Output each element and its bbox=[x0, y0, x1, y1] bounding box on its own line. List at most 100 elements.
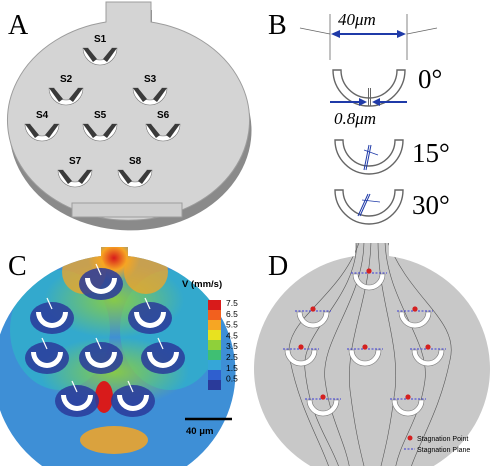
cup-s4-wall-left bbox=[25, 124, 39, 138]
angle-0: 0° bbox=[418, 64, 442, 94]
cup-c-shadow-5 bbox=[79, 342, 123, 374]
panel-d-letter: D bbox=[268, 251, 288, 282]
cup-c-shadow-6 bbox=[141, 342, 185, 374]
cup-s8-wall-right bbox=[138, 170, 152, 184]
colorbar-swatch-7 bbox=[208, 370, 221, 380]
gap-arrowhead-left bbox=[359, 98, 367, 106]
colorbar-tick-7: 0.5 bbox=[226, 374, 238, 384]
panel-d: D Stagnation Point Stagnation Plane bbox=[254, 243, 490, 466]
colorbar-swatch-2 bbox=[208, 320, 221, 330]
legend-stagnation-point: Stagnation Point bbox=[417, 436, 468, 443]
chip-outlet bbox=[71, 202, 183, 218]
stagnation-point-6 bbox=[425, 344, 431, 350]
cup-d-6 bbox=[411, 349, 445, 367]
stagnation-point-2 bbox=[310, 306, 316, 312]
angle-15: 15° bbox=[412, 138, 450, 168]
cup-s6-wall-right bbox=[166, 124, 180, 138]
colorbar-swatch-0 bbox=[208, 300, 221, 310]
cup-c-shadow-4 bbox=[25, 342, 69, 374]
cup-s1-wall-right bbox=[103, 48, 117, 62]
gap-arrowhead-right bbox=[372, 98, 380, 106]
colorbar-labels: 7.56.55.54.53.52.51.50.5 bbox=[226, 298, 238, 384]
structure-label-s7: S7 bbox=[69, 156, 82, 167]
flow-arrow-3 bbox=[144, 297, 151, 310]
cup-d-3 bbox=[398, 311, 432, 329]
cup-c-1 bbox=[85, 278, 117, 294]
cup-c-6 bbox=[147, 352, 179, 368]
cup-c-3 bbox=[134, 312, 166, 328]
streamline-5 bbox=[384, 243, 426, 466]
panel-b-letter: B bbox=[268, 10, 287, 41]
structure-label-s6: S6 bbox=[157, 110, 170, 121]
field-outlet-band bbox=[80, 426, 148, 454]
cup-s3-wall-left bbox=[133, 88, 147, 102]
cup-c-shadow-3 bbox=[128, 302, 172, 334]
cup-30-ref bbox=[361, 199, 381, 203]
stagnation-point-1 bbox=[366, 268, 372, 274]
cup-s2-wall-right bbox=[69, 88, 83, 102]
cup-s5-wall-left bbox=[83, 124, 97, 138]
cup-15-outer bbox=[334, 139, 404, 175]
cup-30-outer bbox=[334, 189, 404, 225]
panel-a-letter: A bbox=[8, 10, 29, 41]
cup-s8-wall-left bbox=[118, 170, 132, 184]
legend-point-marker bbox=[407, 435, 413, 441]
colorbar-tick-5: 2.5 bbox=[226, 352, 238, 362]
colorbar-swatch-1 bbox=[208, 310, 221, 320]
width-arrowhead-right bbox=[397, 30, 406, 38]
flow-arrow-7 bbox=[71, 380, 78, 393]
cup-s4-wall-right bbox=[45, 124, 59, 138]
cup-d-5 bbox=[348, 349, 382, 367]
colorbar-title: V (mm/s) bbox=[182, 279, 222, 290]
panel-b: B 40μm 0° 0.8μm 15° 30° bbox=[268, 10, 450, 225]
field-inlet-right bbox=[124, 250, 168, 294]
cup-s7-wall-left bbox=[58, 170, 72, 184]
width-arrowhead-left bbox=[331, 30, 340, 38]
cup-array-d bbox=[283, 268, 446, 417]
cup-15-slit-b bbox=[365, 144, 372, 171]
cup-array-c bbox=[25, 268, 185, 417]
colorbar-swatch-5 bbox=[208, 350, 221, 360]
cup-s5-wall-right bbox=[103, 124, 117, 138]
cup-s2-wall-left bbox=[49, 88, 63, 102]
cup-c-2 bbox=[36, 312, 68, 328]
cup-s7-wall-right bbox=[78, 170, 92, 184]
structure-label-s4: S4 bbox=[36, 110, 49, 121]
flow-arrow-8 bbox=[127, 380, 134, 393]
colorbar-tick-1: 6.5 bbox=[226, 309, 238, 319]
cup-d-8 bbox=[391, 399, 425, 417]
cup-30-slit-b bbox=[359, 193, 371, 217]
cup-s6-wall-left bbox=[146, 124, 160, 138]
stagnation-point-3 bbox=[412, 306, 418, 312]
structure-label-s3: S3 bbox=[144, 74, 157, 85]
stagnation-point-8 bbox=[405, 394, 411, 400]
cup-c-4 bbox=[31, 352, 63, 368]
streamline-7 bbox=[386, 243, 452, 466]
cup-d-1 bbox=[352, 273, 386, 291]
colorbar-tick-3: 4.5 bbox=[226, 330, 238, 340]
scale-bar-label: 40 μm bbox=[186, 426, 213, 437]
cup-c-8 bbox=[117, 395, 149, 411]
cup-s1-wall-left bbox=[83, 48, 97, 62]
structure-label-s8: S8 bbox=[129, 156, 142, 167]
width-label: 40μm bbox=[338, 10, 376, 29]
streamline-4 bbox=[377, 243, 396, 466]
colorbar-tick-6: 1.5 bbox=[226, 363, 238, 373]
colorbar-tick-2: 5.5 bbox=[226, 320, 238, 330]
structure-label-s2: S2 bbox=[60, 74, 73, 85]
colorbar-swatch-6 bbox=[208, 360, 221, 370]
colorbar-swatch-4 bbox=[208, 340, 221, 350]
colorbar-tick-4: 3.5 bbox=[226, 341, 238, 351]
field-outlet-hot bbox=[95, 381, 113, 413]
cup-c-shadow-7 bbox=[55, 385, 99, 417]
colorbar-swatch-8 bbox=[208, 380, 221, 390]
colorbar bbox=[208, 300, 221, 390]
structure-label-s1: S1 bbox=[94, 34, 107, 45]
colorbar-tick-0: 7.5 bbox=[226, 298, 238, 308]
cup-0-outer bbox=[332, 69, 406, 107]
angle-30: 30° bbox=[412, 190, 450, 220]
